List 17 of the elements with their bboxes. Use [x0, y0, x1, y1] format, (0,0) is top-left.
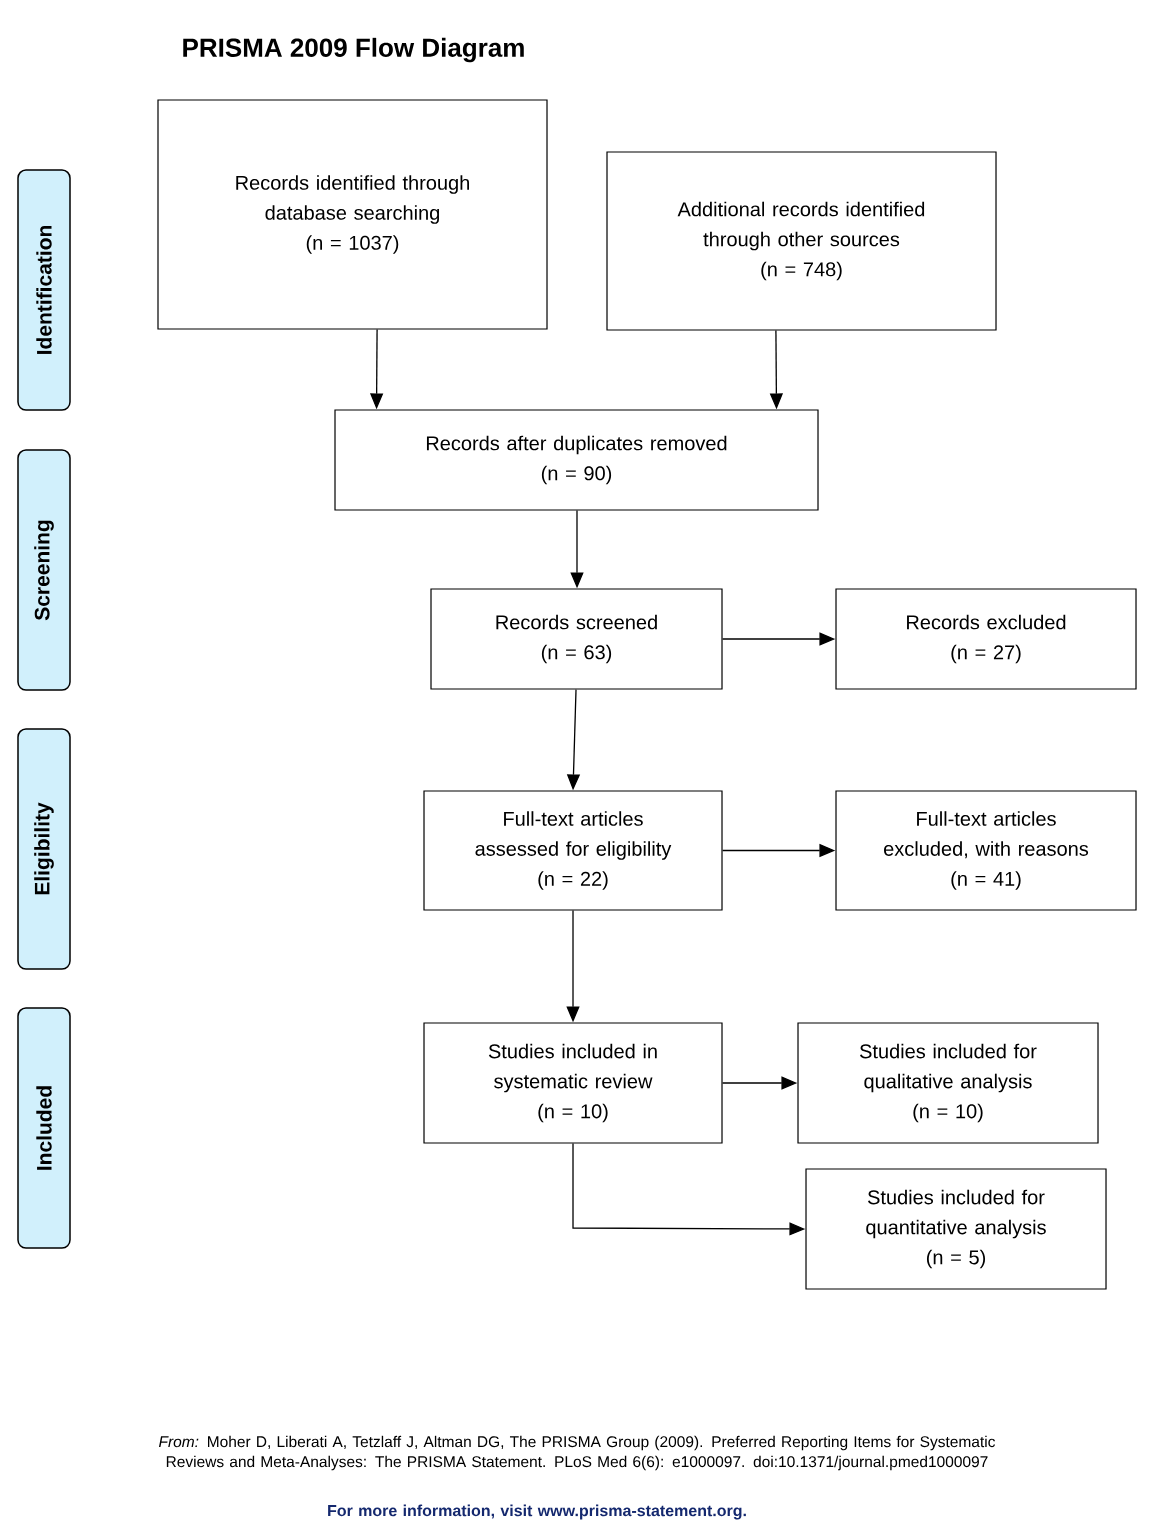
title: PRISMA 2009 Flow Diagram	[183, 37, 524, 63]
process-box: Studies included for quantitative analysis (n = 5)	[805, 1168, 1107, 1290]
phase-band: Included	[17, 1007, 71, 1249]
phase-band: Identification	[17, 169, 71, 411]
phase-band: Eligibility	[17, 728, 71, 970]
process-box: Additional records identified through other sources (n = 748)	[606, 151, 997, 331]
process-box: Studies included for qualitative analysis (n = 10)	[797, 1022, 1099, 1144]
process-box: Records screened (n = 63)	[430, 588, 723, 690]
process-box: Records excluded (n = 27)	[835, 588, 1137, 690]
citation-text: From: Moher D, Liberati A, Tetzlaff J, Altman DG, The PRISMA Group (2009). Preferred Reporting Items for Systematic Reviews and Meta-Analyses: The PRISMA Statement. PLoS Med 6(6): e1000097. doi:10.1371/journal.pmed1000097	[159, 1435, 995, 1471]
process-box: Records after duplicates removed (n = 90)	[334, 409, 819, 511]
info-text: For more information, visit www.prisma-statement.org.	[328, 1504, 746, 1520]
process-box: Records identified through database searching (n = 1037)	[157, 99, 548, 330]
process-box: Studies included in systematic review (n = 10)	[423, 1022, 723, 1144]
process-box: Full-text articles excluded, with reasons (n = 41)	[835, 790, 1137, 911]
phase-band: Screening	[17, 449, 71, 691]
process-box: Full-text articles assessed for eligibility (n = 22)	[423, 790, 723, 911]
